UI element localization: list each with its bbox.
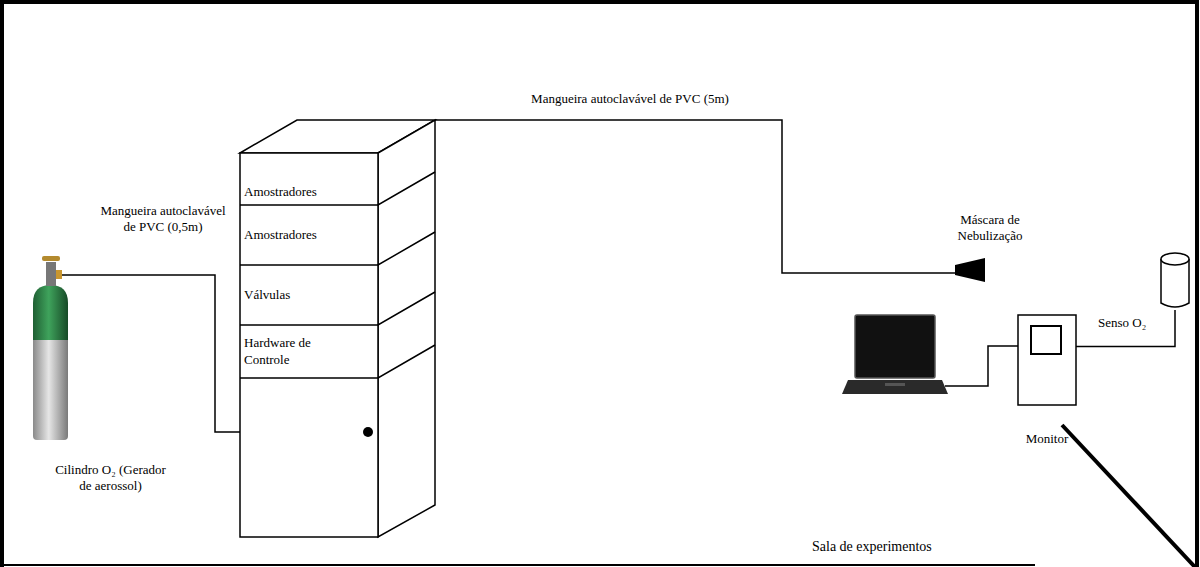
hose-line — [435, 120, 955, 273]
rack-shelf: Válvulas — [240, 265, 378, 325]
node-text: Hardware de Controle — [244, 335, 339, 368]
rack-shelf: Amostradores — [240, 205, 378, 265]
rack-cabinet — [240, 120, 435, 537]
cylinder-illustration — [18, 248, 198, 498]
o2-sensor: Senso O₂ — [1095, 245, 1195, 335]
oxygen-cylinder: Cilindro O₂ (Gerador de aerossol) — [18, 248, 203, 498]
monitor: Monitor — [1012, 313, 1082, 453]
room-label-box: Sala de experimentos — [812, 538, 1012, 556]
rack-shelf: Hardware de Controle — [240, 325, 378, 378]
node-text: Monitor — [1026, 431, 1069, 447]
node-text: Amostradores — [244, 227, 317, 243]
node-text: Válvulas — [244, 287, 290, 303]
hose-label-box: Mangueira autoclavável de PVC (0,5m) — [100, 203, 226, 236]
node-text: Amostradores — [244, 184, 317, 200]
room-door — [1062, 425, 1195, 567]
node-text: Máscara de Nebulização — [946, 212, 1034, 245]
room-wall — [0, 564, 1035, 566]
hose-inlet-dot — [363, 427, 373, 437]
cable-connector — [1076, 310, 1175, 347]
rack-shelf: Amostradores — [240, 153, 378, 205]
node-text: Cilindro O₂ (Gerador de aerossol) — [48, 462, 173, 495]
node-text: Senso O₂ — [1098, 315, 1146, 331]
room-label: Sala de experimentos — [812, 538, 932, 556]
laptop-icon — [842, 315, 948, 394]
laptop-cable — [945, 346, 1018, 386]
hose-label: Mangueira autoclavável de PVC (5m) — [531, 91, 729, 107]
nebulization-mask: Máscara de Nebulização — [945, 212, 1035, 287]
hose-label: Mangueira autoclavável de PVC (0,5m) — [100, 203, 226, 236]
hose-label-box: Mangueira autoclavável de PVC (5m) — [480, 91, 780, 107]
